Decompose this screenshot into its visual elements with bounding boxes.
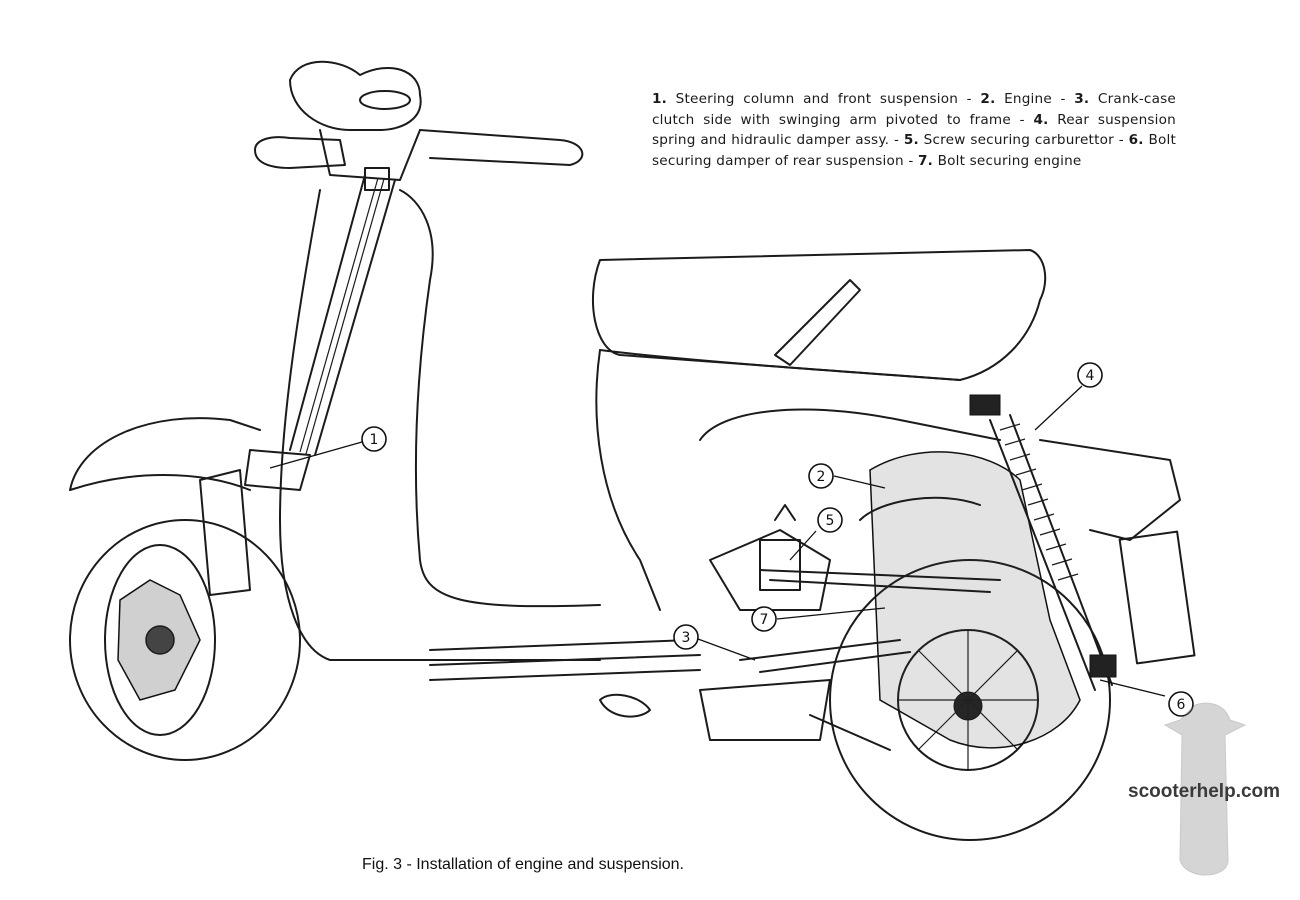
rear-wheel-engine [699,451,1111,841]
legend-item-3: 3. Crank-case clutch side with swinging … [652,91,1176,128]
watermark-text[interactable]: scooterhelp.com [1128,781,1281,802]
callout-5: 5 [817,507,843,533]
svg-text:2: 2 [817,469,826,485]
callout-3: 3 [673,624,699,650]
watermark-logo [1163,702,1247,876]
legend-item-7: 7. Bolt securing engine [918,152,1082,169]
svg-text:1: 1 [370,432,379,448]
parts-legend: 1. Steering column and front suspension … [652,89,1176,171]
callout-4: 4 [1077,362,1103,388]
handlebar-assembly [254,60,584,181]
svg-text:6: 6 [1177,697,1186,713]
svg-text:7: 7 [760,612,769,628]
callout-1: 1 [361,426,387,452]
callout-leaders [269,385,1166,697]
figure-caption: Fig. 3 - Installation of engine and susp… [362,856,684,873]
steering-column [244,167,396,491]
svg-text:5: 5 [826,513,835,529]
front-wheel [69,417,301,761]
legend-item-6: 6. Bolt securing damper of rear suspensi… [652,132,1176,169]
carburettor [759,504,801,591]
legend-item-4: 4. Rear suspension spring and hidraulic … [652,111,1176,149]
legend-item-5: 5. Screw securing carburettor - [903,132,1129,148]
legend-item-1: 1. Steering column and front suspension … [652,91,981,107]
legend-item-2: 2. Engine - [980,91,1075,107]
callout-6: 6 [1168,691,1194,717]
frame-body [279,189,1196,718]
svg-text:4: 4 [1086,368,1095,384]
rear-shock [969,394,1117,691]
callout-2: 2 [808,463,834,489]
callout-7: 7 [751,606,777,632]
svg-text:3: 3 [682,630,691,646]
